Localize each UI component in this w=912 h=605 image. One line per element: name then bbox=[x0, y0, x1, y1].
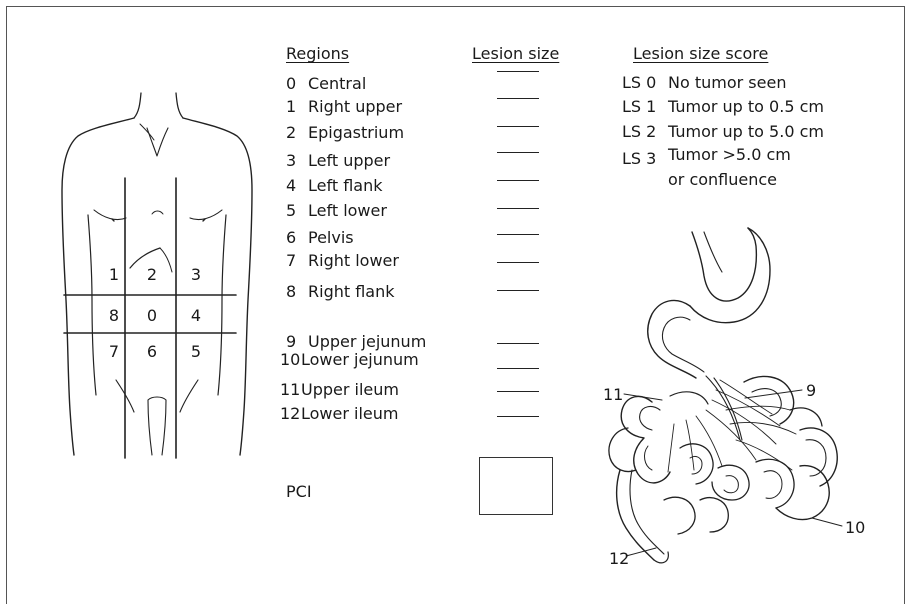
bowel-label-10: 10 bbox=[845, 518, 865, 537]
bowel-label-12: 12 bbox=[609, 549, 629, 568]
bowel-label-11: 11 bbox=[603, 385, 623, 404]
bowel-label-9: 9 bbox=[806, 381, 816, 400]
